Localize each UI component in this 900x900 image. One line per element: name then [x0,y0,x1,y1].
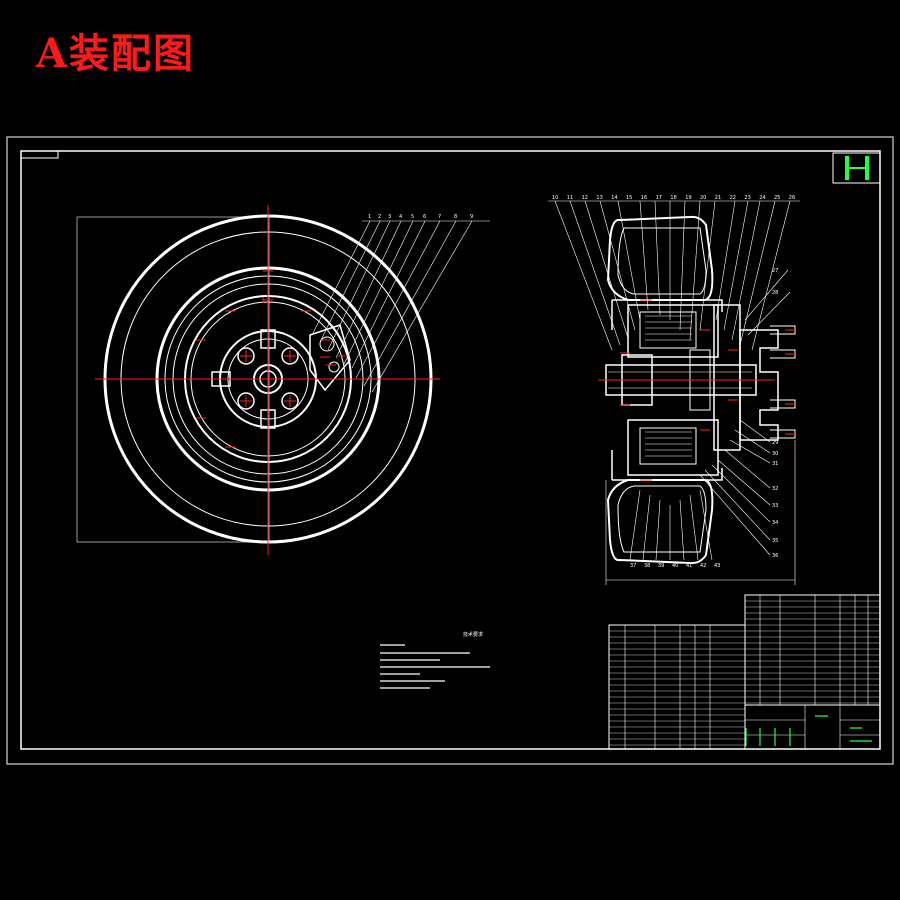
balloon-15: 15 [626,195,632,201]
balloon-5: 5 [411,214,414,220]
balloon-42: 42 [700,563,706,569]
sheet-code-box [21,151,59,159]
balloon-33: 33 [772,503,778,509]
balloon-21: 21 [715,195,721,201]
balloon-25: 25 [774,195,780,201]
balloon-30: 30 [772,451,778,457]
section-view [598,215,796,585]
balloon-40: 40 [672,563,678,569]
balloon-27: 27 [772,268,778,274]
front-leaders [311,220,490,393]
balloon-1: 1 [368,214,371,220]
balloon-22: 22 [730,195,736,201]
balloon-2: 2 [378,214,381,220]
technical-notes [380,644,490,689]
balloon-4: 4 [399,214,402,220]
balloon-36: 36 [772,553,778,559]
balloon-26: 26 [789,195,795,201]
balloon-23: 23 [744,195,750,201]
balloon-37: 37 [630,563,636,569]
parts-list [608,594,881,750]
balloon-24: 24 [759,195,765,201]
stamp-icon [832,152,881,184]
balloon-31: 31 [772,461,778,467]
balloon-34: 34 [772,520,778,526]
balloon-41: 41 [686,563,692,569]
balloon-6: 6 [423,214,426,220]
balloon-43: 43 [714,563,720,569]
section-leaders [548,200,800,561]
balloon-28: 28 [772,290,778,296]
balloon-38: 38 [644,563,650,569]
balloon-16: 16 [641,195,647,201]
balloon-11: 11 [567,195,573,201]
balloon-18: 18 [670,195,676,201]
outer-border [6,136,894,765]
balloon-12: 12 [582,195,588,201]
balloon-32: 32 [772,486,778,492]
balloon-19: 19 [685,195,691,201]
notes-heading: 技术要求 [463,631,483,638]
front-view [76,205,440,555]
balloon-20: 20 [700,195,706,201]
balloon-7: 7 [438,214,441,220]
balloon-3: 3 [388,214,391,220]
balloon-39: 39 [658,563,664,569]
balloon-8: 8 [454,214,457,220]
front-balloons: 1 2 3 4 5 6 7 8 9 [368,214,473,220]
balloon-29: 29 [772,440,778,446]
balloon-17: 17 [656,195,662,201]
section-balloons: 10 11 12 13 14 15 16 17 18 19 20 21 22 23 24 25 26 27 28 29… [552,195,795,569]
balloon-10: 10 [552,195,558,201]
drawing-title: A装配图 [36,30,196,77]
balloon-14: 14 [611,195,617,201]
balloon-9: 9 [470,214,473,220]
balloon-13: 13 [596,195,602,201]
inner-border [20,150,881,750]
balloon-35: 35 [772,538,778,544]
